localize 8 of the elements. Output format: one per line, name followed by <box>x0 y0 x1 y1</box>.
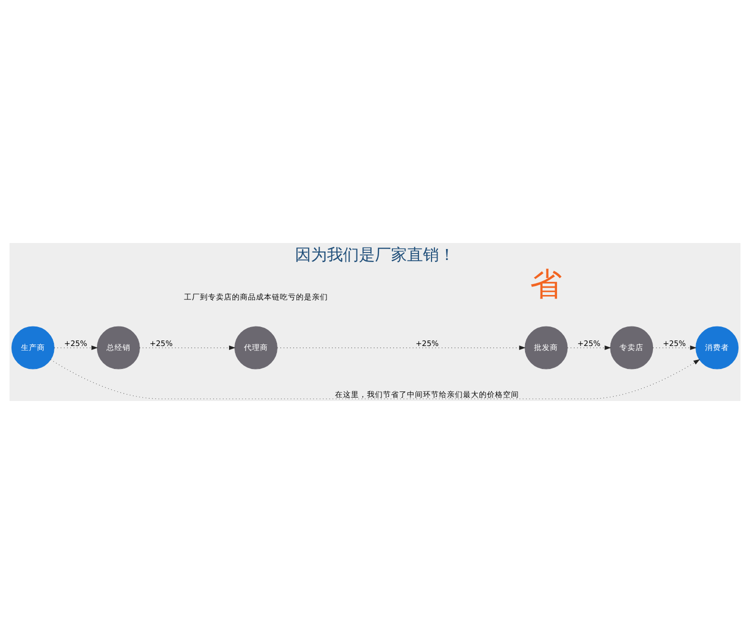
diagram-title: 因为我们是厂家直销！ <box>295 245 455 264</box>
arrow <box>567 346 612 350</box>
arrow <box>50 359 700 400</box>
arrow <box>652 346 697 350</box>
arrow <box>54 346 98 350</box>
arrow <box>277 346 526 350</box>
label: 省 <box>530 265 562 304</box>
arrow <box>139 346 236 350</box>
